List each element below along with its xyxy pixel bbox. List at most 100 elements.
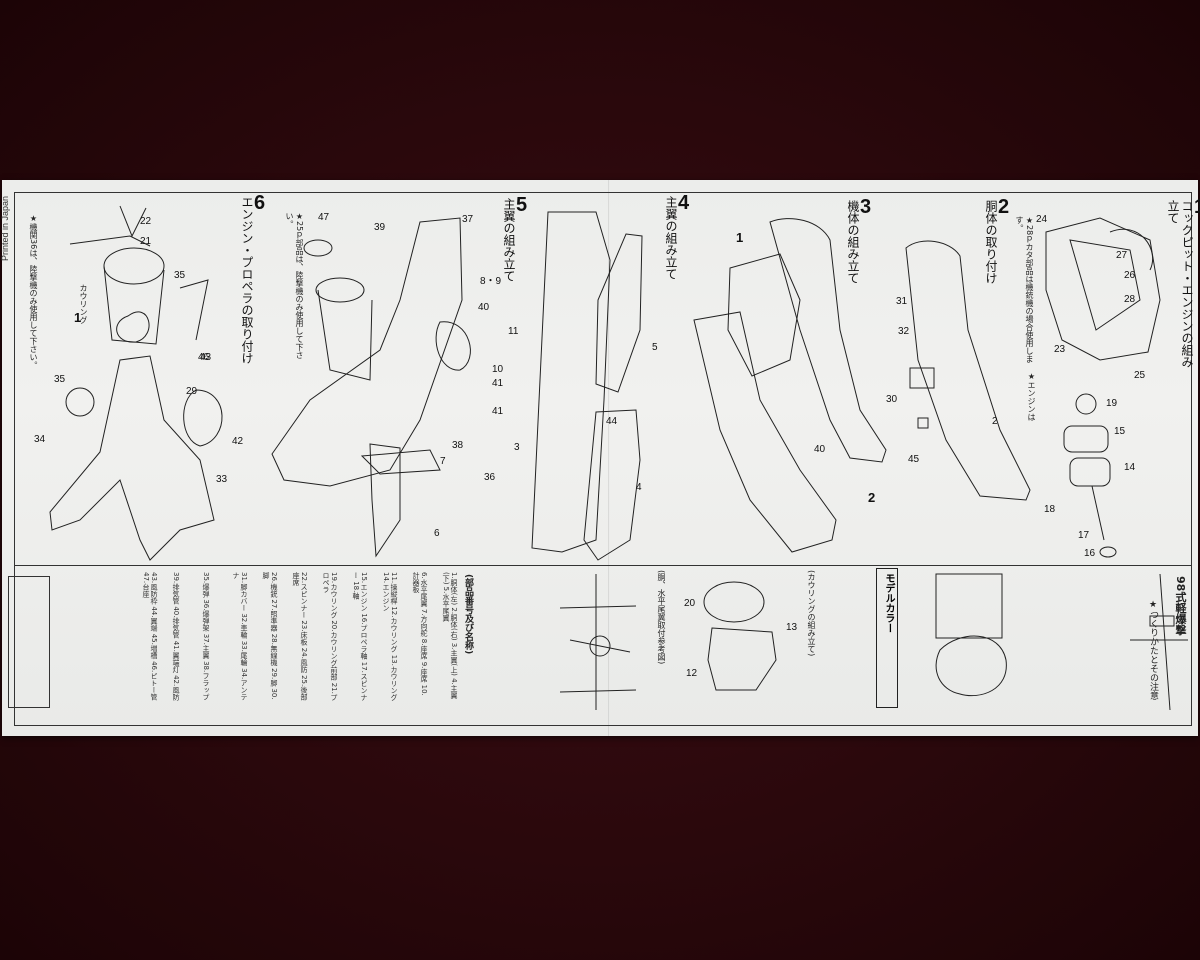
parts-list-col: 31.脚カバー 32.車輪 33.尾輪 34.アンテナ	[232, 572, 248, 701]
model-color-box: モデルカラー	[876, 568, 898, 708]
label-16: 16	[1084, 548, 1096, 559]
label-12: 12	[686, 668, 698, 679]
label-17: 17	[1078, 530, 1090, 541]
step-4-title: 主翼の組み立て	[664, 196, 678, 280]
parts-list-col: 26.機銃 27.照準器 28.無線機 29.脚 30.脚	[262, 572, 278, 700]
step-5-number: 5	[516, 194, 528, 216]
label-11: 11	[508, 326, 519, 337]
label-47: 47	[318, 212, 330, 223]
label-14: 14	[1124, 462, 1136, 473]
step6-note: ★25ｐ部品は、陸撃機のみ使用して下さい。	[285, 212, 304, 360]
label-18: 18	[1044, 504, 1056, 515]
fold-line	[608, 180, 610, 736]
step-3-header: 3 機体の組み立て	[846, 196, 872, 320]
parts-list-col: 15.エンジン 16.プロペラ軸 17.スピンナー 18.軸	[352, 572, 368, 701]
upper-frame	[14, 192, 1192, 566]
step-2-header: 2 胴体の取り付け	[984, 196, 1010, 320]
model-color-label: モデルカラー	[883, 573, 894, 633]
label-21: 21	[140, 236, 152, 247]
step-1-number: 1	[1194, 196, 1200, 218]
label-5: 5	[652, 342, 658, 353]
instruction-sheet: Printed in Japan	[0, 180, 1198, 736]
label-23: 23	[1054, 344, 1066, 355]
label-27: 27	[1116, 250, 1128, 261]
step-3-number: 3	[860, 196, 872, 218]
label-20: 20	[684, 598, 696, 609]
label-10: 10	[492, 364, 504, 375]
label-42: 42	[232, 436, 244, 447]
label-3: 3	[514, 442, 520, 453]
label-46: 46	[198, 352, 210, 363]
label-45: 45	[908, 454, 920, 465]
cowling-assembly-label: (カウリングの組み立て)	[807, 570, 816, 657]
small-plane-drawing	[1130, 573, 1188, 711]
step-2-number: 2	[998, 196, 1010, 218]
label-35: 35	[54, 374, 66, 385]
hand-diagram	[935, 573, 1007, 697]
how-to-note: ★つくりかたとその注意	[1148, 600, 1158, 700]
label-30: 30	[886, 394, 898, 405]
step-6-header: 6 エンジン・プロペラの取り付け	[240, 192, 266, 396]
label-33: 33	[216, 474, 228, 485]
label-39: 39	[374, 222, 386, 233]
step6-note2: ★機関36は、陸撃機のみ使用して下さい。	[29, 214, 38, 370]
label-2: 2	[992, 416, 998, 427]
label-15: 15	[1114, 426, 1126, 437]
label-43: 43	[200, 352, 212, 363]
label-13: 13	[786, 622, 798, 633]
label-25: 25	[1134, 370, 1146, 381]
parts-list: 1.胴体(左) 2.胴体(右) 3.主翼(上) 4.主翼(下) 5.水平尾翼 6…	[62, 572, 482, 712]
label-40: 40	[478, 302, 490, 313]
parts-list-col: 35.爆弾 36.爆弾架 37.主翼 38.フラップ	[202, 572, 210, 701]
label-6: 6	[434, 528, 440, 539]
fuselage-half-drawing	[905, 240, 1031, 501]
notice-box	[8, 576, 50, 708]
label-8-9: 8・9	[480, 276, 502, 287]
engine-note: ★エンジンは	[1027, 372, 1036, 421]
label-44: 44	[606, 416, 618, 427]
step-1-header: 1 コックピット・エンジンの組み立て	[1166, 196, 1200, 370]
finished-aircraft-drawing	[49, 205, 223, 561]
lower-frame	[14, 566, 1192, 726]
label-28: 28	[1124, 294, 1136, 305]
parts-list-heading: (部品番号及び名称)	[463, 574, 473, 655]
label-38: 38	[452, 440, 464, 451]
label-2-step3: 2	[868, 490, 876, 505]
parts-list-col: 6.水平尾翼 7.方向舵 8.座席 9.座席 10.計器板	[412, 572, 428, 696]
step2-note: ★28ｐカタ部品は機銃機の場合使用します。	[1015, 216, 1034, 364]
step-3-title: 機体の組み立て	[846, 200, 860, 284]
cowling-label: カウリング	[79, 284, 88, 324]
step-6-title: エンジン・プロペラの取り付け	[240, 196, 254, 364]
label-41: 41	[492, 378, 504, 389]
parts-list-col: 43.風防枠 44.翼端 45.増槽 46.ピトー管 47.台座	[142, 572, 158, 701]
fuselage-assembly-drawing	[693, 218, 887, 553]
parts-list-col: 11.操縦桿 12.カウリング 13.カウリング 14.エンジン	[382, 572, 398, 701]
cockpit-assembly-drawing	[1045, 217, 1161, 558]
parts-list-col: 19.カウリング 20.カウリング前部 21.プロペラ	[322, 572, 338, 701]
label-34: 34	[34, 434, 46, 445]
label-26: 26	[1124, 270, 1136, 281]
label-29: 29	[186, 386, 198, 397]
main-assembly-drawing	[271, 217, 471, 558]
step-5-title: 主翼の組み立て	[502, 198, 516, 282]
step-5-header: 5 主翼の組み立て	[502, 194, 528, 318]
parts-list-col: 1.胴体(左) 2.胴体(右) 3.主翼(上) 4.主翼(下) 5.水平尾翼	[442, 572, 458, 699]
step-2-title: 胴体の取り付け	[984, 200, 998, 284]
label-4: 4	[636, 482, 642, 493]
kit-title: 98式軽爆撃	[1174, 576, 1187, 636]
label-40b: 40	[814, 444, 826, 455]
cowling-assembly-drawing	[703, 581, 777, 691]
label-41b: 41	[492, 406, 504, 417]
parts-list-col: 39.排気管 40.排気管 41.翼端灯 42.風防	[172, 572, 180, 701]
label-7: 7	[440, 456, 446, 467]
label-35b: 35	[174, 270, 186, 281]
parts-list-col: 22.スピンナー 23.床板 24.風防 25.後部座席	[292, 572, 308, 701]
label-31: 31	[896, 296, 908, 307]
label-37: 37	[462, 214, 474, 225]
step-6-number: 6	[254, 192, 266, 214]
tailplane-ref-label: (胴、水平尾翼取付参考図)	[657, 570, 666, 665]
wing-halves-drawing	[531, 211, 643, 561]
label-32: 32	[898, 326, 910, 337]
label-22: 22	[140, 216, 152, 227]
label-1-step6: 1	[74, 310, 82, 325]
